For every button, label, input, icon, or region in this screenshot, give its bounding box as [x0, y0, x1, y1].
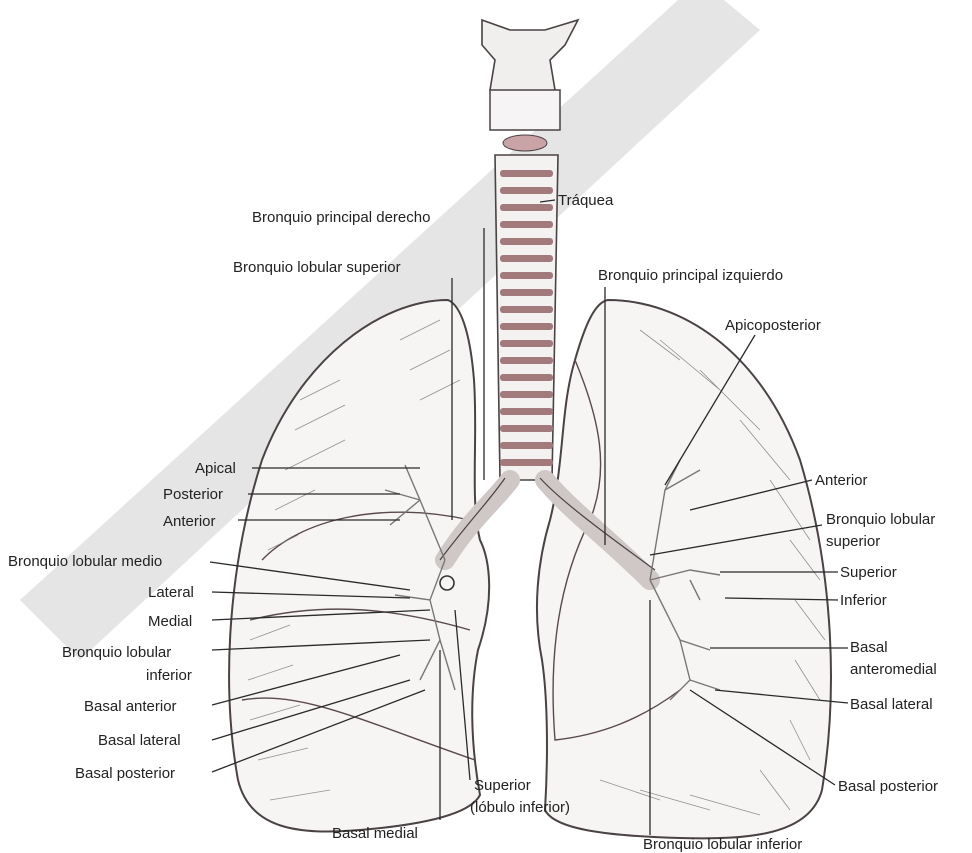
label-basal-medial: Basal medial [332, 825, 418, 842]
trachea-ring [500, 459, 553, 466]
label-traquea: Tráquea [558, 192, 614, 209]
label-apicoposterior: Apicoposterior [725, 317, 821, 334]
label-bronquio-lobular-inferior-der-1: Bronquio lobular [62, 644, 171, 661]
trachea-ring [500, 170, 553, 177]
label-posterior: Posterior [163, 486, 223, 503]
trachea-ring [500, 204, 553, 211]
label-medial: Medial [148, 613, 192, 630]
label-bronquio-lobular-superior-izq-1: Bronquio lobular [826, 511, 935, 528]
trachea-ring [500, 374, 553, 381]
label-bronquio-lobular-inferior-izq: Bronquio lobular inferior [643, 836, 802, 853]
label-anterior-derecho: Anterior [163, 513, 216, 530]
label-basal-posterior-izq: Basal posterior [838, 778, 938, 795]
trachea-ring [500, 255, 553, 262]
label-bronquio-principal-izquierdo: Bronquio principal izquierdo [598, 267, 783, 284]
trachea-ring [500, 306, 553, 313]
label-basal-posterior-der: Basal posterior [75, 765, 175, 782]
label-bronquio-principal-derecho: Bronquio principal derecho [252, 209, 430, 226]
trachea-ring [500, 238, 553, 245]
label-inferior-izq: Inferior [840, 592, 887, 609]
left-lung [537, 300, 831, 838]
label-basal-anteromedial-2: anteromedial [850, 661, 937, 678]
label-superior-lobulo-inferior-2: (lóbulo inferior) [470, 799, 570, 816]
trachea-ring [500, 425, 553, 432]
trachea-ring [500, 408, 553, 415]
trachea-ring [500, 357, 553, 364]
label-lateral: Lateral [148, 584, 194, 601]
trachea-ring [500, 391, 553, 398]
label-apical: Apical [195, 460, 236, 477]
label-basal-lateral-izq: Basal lateral [850, 696, 933, 713]
trachea-ring [500, 289, 553, 296]
trachea-ring [500, 221, 553, 228]
label-superior-izq: Superior [840, 564, 897, 581]
trachea-ring [500, 340, 553, 347]
trachea-ring [500, 442, 553, 449]
trachea-ring [500, 272, 553, 279]
label-bronquio-lobular-inferior-der-2: inferior [146, 667, 192, 684]
trachea-ring [500, 187, 553, 194]
label-bronquio-lobular-superior-izq-2: superior [826, 533, 880, 550]
label-basal-anterior: Basal anterior [84, 698, 177, 715]
label-bronquio-lobular-superior-derecho: Bronquio lobular superior [233, 259, 401, 276]
label-anterior-izquierdo: Anterior [815, 472, 868, 489]
label-basal-lateral-der: Basal lateral [98, 732, 181, 749]
label-bronquio-lobular-medio: Bronquio lobular medio [8, 553, 162, 570]
trachea-ring [500, 323, 553, 330]
label-basal-anteromedial-1: Basal [850, 639, 888, 656]
label-superior-lobulo-inferior-1: Superior [474, 777, 531, 794]
